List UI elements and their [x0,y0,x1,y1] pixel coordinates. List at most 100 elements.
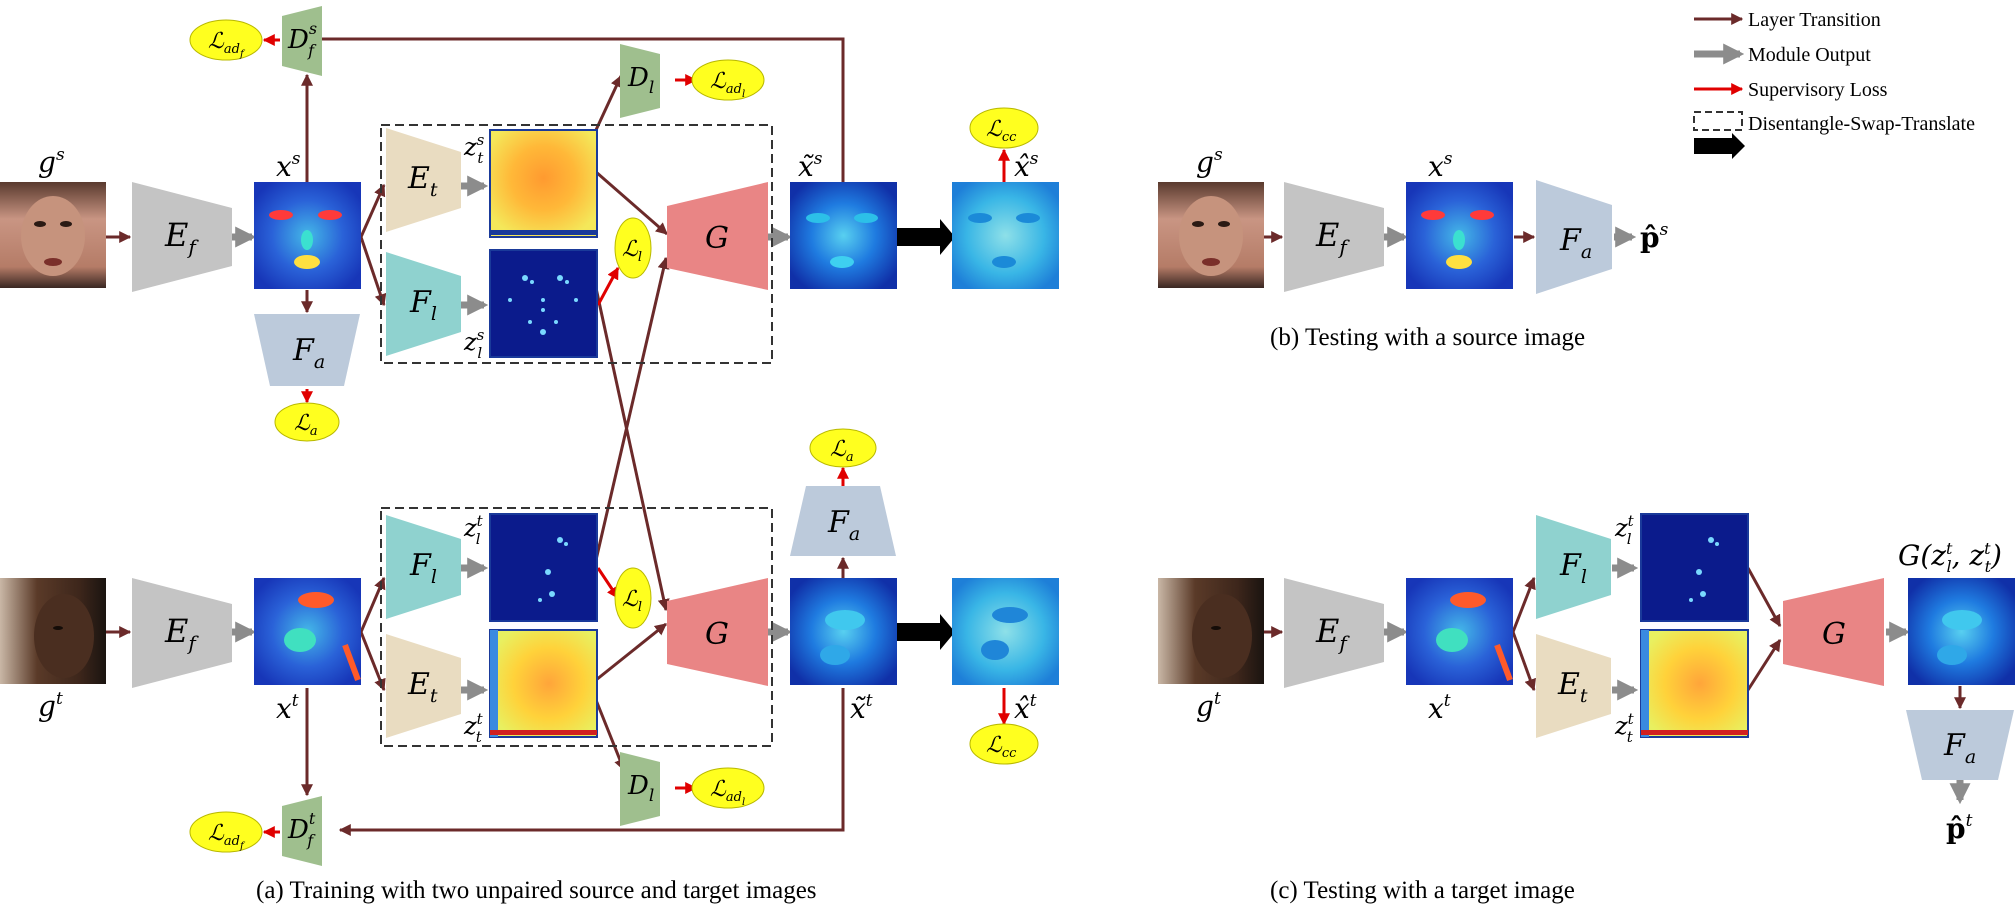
panel-a-connections [106,33,1010,838]
heatmap-zls [489,249,598,358]
label-x-tilde-s: x̃s [798,149,823,183]
svg-text:ℒa: ℒa [294,411,318,439]
loss-a-target: ℒa [809,428,877,468]
heatmap-zlt [489,513,598,622]
svg-text:G: G [1822,617,1846,652]
svg-text:Dl: Dl [627,63,654,98]
label-gs: gs [38,145,65,179]
loss-cc-source: ℒcc [969,107,1039,149]
svg-text:ℒl: ℒl [622,587,642,615]
encoder-fl-target: Fl [386,515,461,619]
legend-dst: Disentangle-Swap-Translate [1748,113,1975,135]
panel-b: Ef Fa gs xs p̂s [1158,145,1669,294]
generated-x-tilde-s [790,182,897,289]
b-encoder-ef: Ef [1284,182,1384,292]
svg-text:G: G [705,221,729,256]
loss-l-target: ℒl [614,567,652,629]
svg-text:ℒadf: ℒadf [208,821,246,852]
svg-text:ℒl: ℒl [622,237,642,265]
label-x-tilde-t: x̃t [850,691,873,725]
c-encoder-et: Et [1536,634,1611,738]
label-x-hat-s: x̂s [1014,149,1039,183]
svg-text:Et: Et [1557,667,1588,707]
input-face-target [0,578,106,684]
reconstructed-x-hat-s [952,182,1059,289]
encoder-ef-source: Ef [132,182,232,292]
c-encoder-fl: Fl [1536,515,1611,619]
module-fa-target: Fa [790,486,896,556]
c-label-gt: gt [1196,689,1221,723]
svg-text:ℒcc: ℒcc [986,733,1017,761]
legend-supervisory-loss: Supervisory Loss [1748,79,1888,101]
reconstructed-x-hat-t [952,578,1059,685]
heatmap-zts [489,129,598,238]
heatmap-ztt [489,629,598,738]
c-heatmap-ztt [1640,629,1749,738]
svg-text:Fl: Fl [409,285,437,325]
c-heatmap-zlt [1640,513,1749,622]
svg-text:Et: Et [407,161,438,201]
discriminator-dl-source: Dl [620,44,660,118]
discriminator-dl-target: Dl [620,752,660,826]
b-label-xs: xs [1428,149,1453,183]
b-label-gs: gs [1196,145,1223,179]
svg-text:ℒa: ℒa [830,437,854,465]
input-face-source [0,182,106,288]
encoder-ef-target: Ef [132,578,232,688]
module-fa-source: Fa [254,314,360,386]
c-generator-g: G [1783,578,1884,686]
svg-text:Dsf: Dsf [287,19,317,60]
loss-adl-target: ℒadl [691,767,765,809]
panel-c: Ef Fl Et G [1158,512,2015,845]
svg-text:Et: Et [407,667,438,707]
feature-map-xt [254,578,361,685]
svg-text:ℒcc: ℒcc [986,117,1017,145]
svg-text:ℒadl: ℒadl [710,777,745,808]
legend-module-output: Module Output [1748,44,1871,66]
feature-map-xs [254,182,361,289]
c-label-p-hat-t: p̂t [1946,811,1973,845]
svg-text:Fl: Fl [409,548,437,588]
caption-c: (c) Testing with a target image [1270,877,1575,904]
legend: Layer Transition Module Output Superviso… [1693,9,1975,159]
svg-text:ℒadl: ℒadl [710,69,745,100]
encoder-et-target: Et [386,634,461,738]
loss-a-source: ℒa [274,402,340,442]
legend-layer-transition: Layer Transition [1748,9,1881,31]
svg-text:Fa: Fa [827,505,860,545]
svg-text:Dl: Dl [627,771,654,806]
label-gt: gt [38,689,63,723]
generated-x-tilde-t [790,578,897,685]
loss-adf-target: ℒadf [189,811,263,853]
caption-b: (b) Testing with a source image [1270,324,1585,351]
svg-text:G: G [705,617,729,652]
c-label-xt: xt [1428,691,1451,725]
c-input-face-target [1158,578,1264,684]
b-label-p-hat-s: p̂s [1640,220,1669,254]
loss-adf-source: ℒadf [189,19,263,61]
b-input-face-source [1158,182,1264,288]
loss-adl-source: ℒadl [691,59,765,101]
c-generated-output [1908,578,2015,685]
encoder-fl-source: Fl [386,252,461,356]
caption-a: (a) Training with two unpaired source an… [256,877,817,904]
b-module-fa: Fa [1536,180,1612,294]
c-feature-map-xt [1406,578,1513,685]
loss-cc-target: ℒcc [969,723,1039,765]
dst-box-source [380,124,773,364]
svg-text:Fl: Fl [1559,548,1587,588]
translate-arrow-target-icon [896,614,955,650]
svg-text:Fa: Fa [292,333,325,373]
svg-text:Ef: Ef [164,612,199,655]
generator-g-source: G [667,182,768,290]
dst-box-target [380,507,773,747]
loss-l-source: ℒl [614,217,652,279]
label-xt: xt [276,691,299,725]
